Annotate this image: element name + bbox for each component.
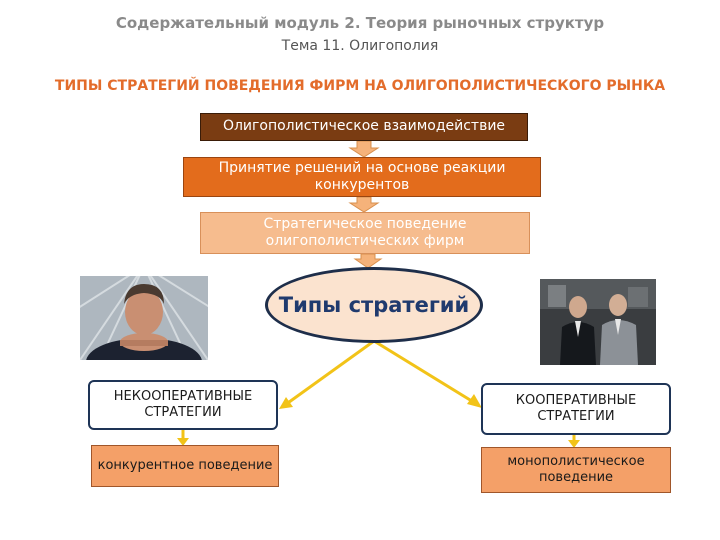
step-oligopolistic-interaction: Олигополистическое взаимодействие (200, 113, 528, 141)
step-strategic-behavior: Стратегическое поведение олигополистичес… (200, 212, 530, 254)
arrow-step2-step3 (348, 196, 380, 213)
strategy-types-ellipse: Типы стратегий (265, 267, 483, 343)
negotiation-photo (540, 279, 656, 365)
module-heading: Содержательный модуль 2. Теория рыночных… (115, 14, 605, 32)
slide-title: ТИПЫ СТРАТЕГИЙ ПОВЕДЕНИЯ ФИРМ НА ОЛИГОПО… (54, 78, 666, 94)
arrow-step3-ellipse (353, 253, 383, 269)
competitive-behavior-box: конкурентное поведение (91, 445, 279, 487)
arrow-step1-step2 (348, 140, 380, 158)
monopolistic-behavior-box: монополистическое поведение (481, 447, 671, 493)
step-decision-by-reaction: Принятие решений на основе реакции конку… (183, 157, 541, 197)
sub-arrow-left-head (177, 438, 189, 446)
branch-line-right (373, 339, 476, 405)
sub-arrow-right-head (568, 440, 580, 448)
branch-arrowhead-left (279, 397, 293, 409)
businessman-photo (80, 276, 208, 360)
noncooperative-strategies-box: НЕКООПЕРАТИВНЫЕ СТРАТЕГИИ (88, 380, 278, 430)
branch-line-left (284, 339, 375, 407)
cooperative-strategies-box: КООПЕРАТИВНЫЕ СТРАТЕГИИ (481, 383, 671, 435)
topic-heading: Тема 11. Олигополия (281, 38, 439, 54)
branch-arrowhead-right (467, 394, 482, 408)
strategy-types-label: Типы стратегий (278, 292, 470, 317)
